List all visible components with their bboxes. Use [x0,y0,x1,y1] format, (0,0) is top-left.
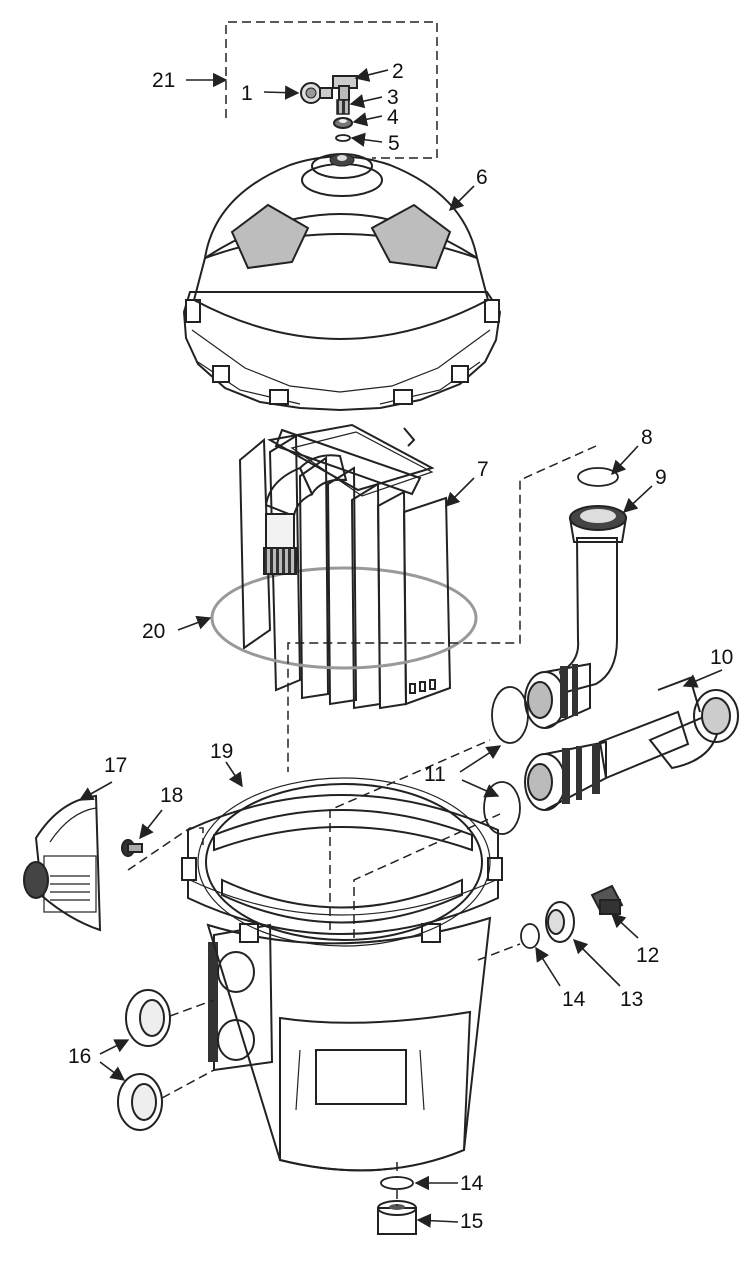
valve-assembly-box [225,21,438,159]
filter-grid-assembly [238,423,452,710]
manifold-oring-a [491,686,529,744]
bottom-drain-oring [380,1176,414,1190]
valve-nipple [336,99,350,115]
label-part-21: 21 [152,69,175,92]
clamp-screw [121,839,143,857]
valve-oring [335,134,351,142]
filter-tank [181,777,503,1172]
bottom-drain-fitting [377,1200,417,1235]
label-part-10: 10 [710,646,733,669]
drain-oring [520,923,540,949]
manifold-oring-b [483,781,521,835]
tank-lid [182,153,502,412]
leader-arrows [78,67,723,1228]
label-part-1: 1 [241,82,253,105]
label-part-18: 18 [160,784,183,807]
manifold-pipe-lower [524,676,739,811]
tank-oring-front [210,617,478,670]
label-part-5: 5 [388,132,400,155]
label-part-15: 15 [460,1210,483,1233]
part-labels: 21 1 2 3 4 5 6 7 8 9 10 11 12 13 14 14 1… [68,60,733,1233]
alignment-lines [127,445,597,1206]
label-part-11: 11 [424,763,446,786]
label-part-4: 4 [387,106,399,129]
label-part-17: 17 [104,754,127,777]
label-part-7: 7 [477,458,489,481]
air-relief-tee [332,75,358,101]
label-part-16: 16 [68,1045,91,1068]
manifold-pipe-upper [524,505,628,729]
label-part-12: 12 [636,944,659,967]
valve-adapter [333,117,353,129]
label-part-19: 19 [210,740,233,763]
manifold-oring-upper [577,467,619,487]
label-part-6: 6 [476,166,488,189]
label-part-14-bottom: 14 [460,1172,484,1195]
label-part-20: 20 [142,620,165,643]
label-part-2: 2 [392,60,404,83]
tank-oring [210,566,478,619]
union-nut-upper [125,989,171,1047]
union-nut-lower [117,1073,163,1131]
clamp-handle [23,794,102,932]
label-part-13: 13 [620,988,643,1011]
label-part-3: 3 [387,86,399,109]
drain-fitting [545,901,575,943]
drain-plug [590,884,624,916]
pressure-gauge [300,82,333,104]
label-part-8: 8 [641,426,653,449]
label-part-14-side: 14 [562,988,586,1011]
label-part-9: 9 [655,466,667,489]
